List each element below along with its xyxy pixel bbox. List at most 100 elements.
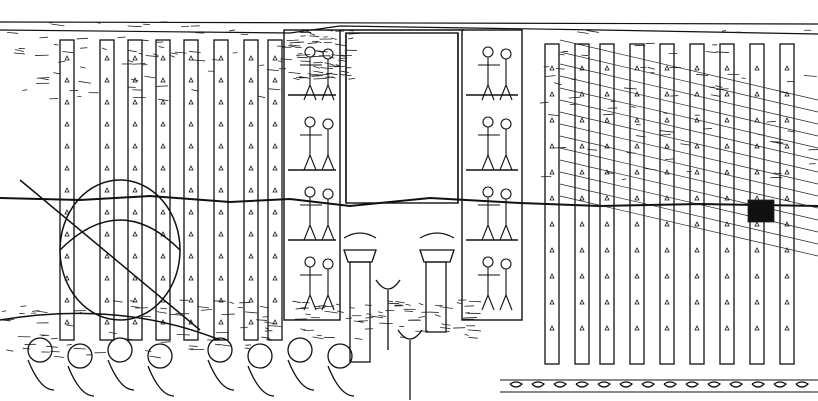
column-glyph — [272, 187, 278, 193]
column-glyph — [248, 275, 254, 281]
texture-stroke — [327, 76, 334, 79]
column-glyph — [160, 209, 166, 215]
right-column — [629, 43, 645, 365]
texture-stroke — [702, 128, 712, 130]
column-glyph — [754, 299, 760, 305]
figure-body — [478, 267, 500, 311]
texture-stroke — [66, 343, 72, 346]
column-glyph — [248, 99, 254, 105]
left-column — [99, 39, 115, 341]
texture-stroke — [336, 310, 344, 313]
texture-stroke — [128, 60, 134, 63]
column-glyph — [694, 299, 700, 305]
texture-stroke — [665, 158, 674, 160]
top-frieze — [0, 21, 818, 35]
texture-stroke — [218, 343, 232, 347]
bottom-frieze — [500, 379, 818, 393]
texture-stroke — [289, 41, 301, 44]
texture-stroke — [331, 54, 346, 57]
column-glyph — [724, 195, 730, 201]
texture-stroke — [404, 310, 414, 312]
texture-stroke — [20, 305, 27, 307]
column-glyph — [218, 165, 224, 171]
texture-stroke — [197, 306, 210, 309]
texture-stroke — [348, 77, 356, 80]
texture-stroke — [304, 30, 312, 33]
texture-stroke — [710, 94, 720, 97]
texture-stroke — [132, 63, 146, 65]
figure-body — [300, 197, 322, 241]
left-column — [213, 39, 229, 341]
column-glyph — [754, 91, 760, 97]
left-column — [155, 39, 171, 341]
texture-stroke — [320, 67, 334, 70]
column-glyph — [604, 65, 610, 71]
column-glyph — [784, 221, 790, 227]
texture-stroke — [705, 51, 717, 54]
texture-stroke — [1, 310, 7, 313]
column-glyph — [784, 169, 790, 175]
texture-stroke — [418, 302, 424, 306]
texture-stroke — [715, 85, 723, 88]
texture-stroke — [659, 133, 671, 136]
column-glyph — [784, 325, 790, 331]
column-glyph — [64, 231, 70, 237]
column-glyph — [218, 99, 224, 105]
texture-stroke — [313, 70, 324, 74]
column-glyph — [272, 99, 278, 105]
texture-stroke — [329, 73, 338, 75]
texture-stroke — [266, 338, 277, 341]
streak-line — [559, 195, 818, 257]
central-gateway — [283, 29, 523, 321]
column-glyph — [160, 99, 166, 105]
texture-stroke — [555, 68, 565, 70]
column-glyph — [132, 55, 138, 61]
column-glyph — [549, 65, 555, 71]
column-glyph — [724, 325, 730, 331]
column-glyph — [549, 91, 555, 97]
gate-columns — [343, 232, 455, 363]
texture-stroke — [214, 343, 220, 346]
texture-stroke — [296, 54, 311, 56]
column-glyph — [634, 143, 640, 149]
texture-stroke — [370, 315, 384, 319]
texture-stroke — [160, 307, 167, 310]
column-glyph — [579, 65, 585, 71]
texture-stroke — [464, 311, 470, 314]
figure-body — [499, 269, 513, 311]
texture-stroke — [312, 75, 323, 77]
frieze-glyph — [619, 381, 634, 388]
texture-stroke — [78, 80, 92, 84]
texture-stroke — [621, 178, 627, 181]
texture-stroke — [112, 300, 123, 303]
texture-stroke — [339, 74, 352, 77]
column-glyph — [272, 253, 278, 259]
texture-stroke — [35, 310, 48, 314]
texture-stroke — [787, 130, 796, 133]
texture-stroke — [51, 337, 58, 340]
column-glyph — [724, 169, 730, 175]
column-glyph — [64, 99, 70, 105]
texture-stroke — [577, 31, 589, 34]
column-glyph — [694, 247, 700, 253]
texture-stroke — [80, 66, 86, 69]
column-glyph — [248, 165, 254, 171]
column-glyph — [104, 231, 110, 237]
texture-stroke — [670, 95, 679, 97]
texture-stroke — [256, 319, 268, 321]
column-glyph — [664, 299, 670, 305]
texture-stroke — [307, 42, 318, 44]
texture-stroke — [586, 30, 599, 33]
column-glyph — [579, 273, 585, 279]
texture-stroke — [289, 44, 301, 47]
texture-stroke — [313, 77, 327, 80]
texture-stroke — [647, 67, 656, 70]
column-glyph — [104, 319, 110, 325]
texture-stroke — [259, 305, 269, 309]
column-glyph — [132, 165, 138, 171]
frieze-glyph — [795, 381, 810, 388]
procession-body — [27, 359, 55, 391]
texture-stroke — [7, 31, 19, 34]
column-glyph — [188, 143, 194, 149]
